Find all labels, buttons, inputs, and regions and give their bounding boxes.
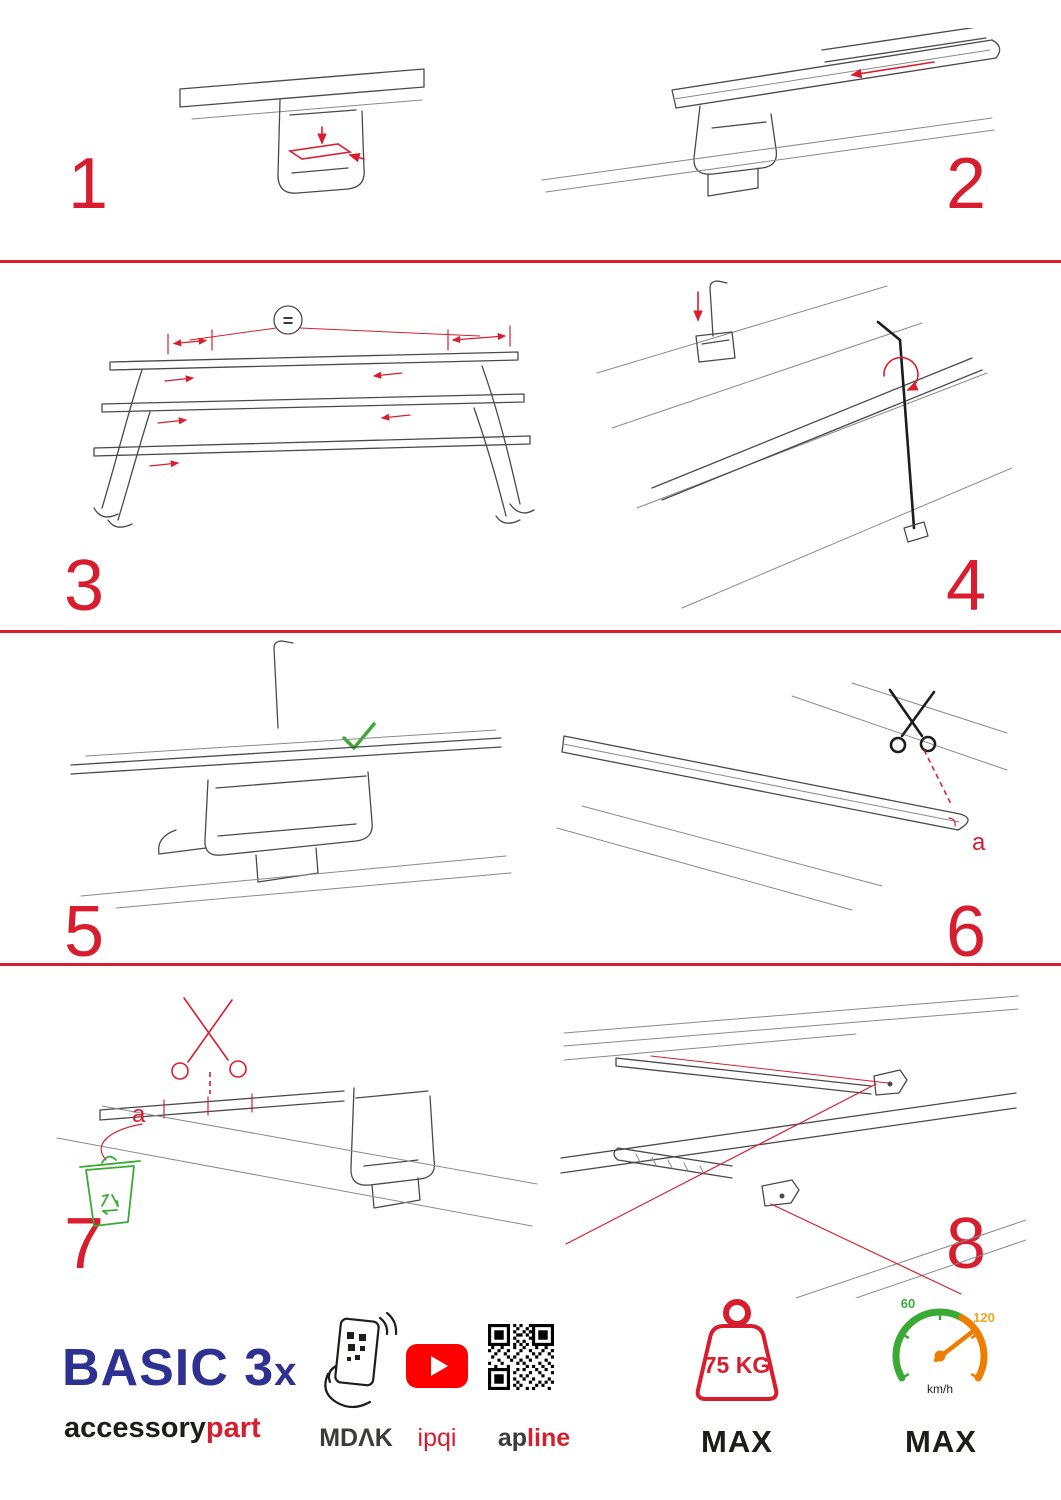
step-number-5: 5 xyxy=(64,892,105,972)
apline-red: line xyxy=(527,1424,571,1452)
lower-bar-drawing xyxy=(613,1147,800,1207)
slide-arrows xyxy=(149,371,411,468)
step-8-illustration xyxy=(560,995,1026,1298)
allen-key-icon xyxy=(876,320,929,543)
product-multiplier: x xyxy=(274,1350,298,1394)
discard-arrow xyxy=(100,1123,143,1161)
equal-leader-lines xyxy=(189,327,481,341)
brand-red: part xyxy=(205,1412,261,1444)
roof-lines xyxy=(596,285,1012,609)
step-5-illustration xyxy=(70,640,512,909)
youtube-icon xyxy=(406,1344,468,1388)
trash-recycle-icon xyxy=(79,1155,141,1227)
step-3-illustration: = xyxy=(93,305,535,528)
headliner-lines xyxy=(56,1105,538,1227)
check-icon xyxy=(342,722,376,750)
step-number-7: 7 xyxy=(64,1204,105,1284)
dimension-arrows-right xyxy=(447,325,511,351)
cut-label: a xyxy=(972,829,986,856)
step-4-illustration xyxy=(596,280,1012,609)
equal-sign: = xyxy=(283,311,294,331)
equal-badge: = xyxy=(273,305,303,335)
speed-unit-label: km/h xyxy=(927,1382,953,1396)
rotate-arrow xyxy=(883,356,919,391)
section-divider-1 xyxy=(0,260,1061,263)
step-number-4: 4 xyxy=(946,546,987,626)
roof-rail-drawing xyxy=(179,68,425,120)
step-number-2: 2 xyxy=(946,144,987,224)
clamp-drawing xyxy=(157,771,373,883)
apline-black: ap xyxy=(497,1424,528,1452)
clamp-drawing xyxy=(277,99,365,194)
scissors-icon xyxy=(171,997,247,1080)
roof-lines xyxy=(556,682,1008,911)
cut-line xyxy=(923,749,953,807)
speed-max-label: 120 xyxy=(973,1310,995,1325)
roof-edge-lines xyxy=(541,117,995,193)
step-7-illustration: a xyxy=(56,997,538,1227)
logo-apline: apline xyxy=(482,1424,586,1453)
door-frame-lines xyxy=(70,729,502,775)
step-6-illustration: a xyxy=(556,682,1008,911)
upper-bar-drawing xyxy=(615,1055,908,1096)
bar-drawing xyxy=(561,735,969,831)
lower-roof-lines xyxy=(80,855,512,909)
step-number-1: 1 xyxy=(68,144,109,224)
slide-arrow xyxy=(850,61,935,79)
weight-max-label: MAX xyxy=(701,1424,773,1459)
section-divider-2 xyxy=(0,630,1061,633)
clamp-drawing xyxy=(350,1087,436,1209)
rack-legs-drawing xyxy=(93,365,535,528)
weight-value: 75 KG xyxy=(703,1352,771,1378)
speed-min-label: 60 xyxy=(901,1296,915,1311)
step-number-8: 8 xyxy=(946,1204,987,1284)
phone-qr-icon xyxy=(324,1312,398,1409)
crossbar-drawing xyxy=(671,28,1001,109)
pin-drawing xyxy=(273,640,294,729)
crossbars-drawing xyxy=(93,351,531,457)
cut-label: a xyxy=(132,1101,146,1128)
speed-max-text: MAX xyxy=(905,1424,977,1459)
qr-finder-patterns xyxy=(488,1324,554,1390)
logo-ipqi: ipqi xyxy=(417,1424,457,1452)
scissors-icon xyxy=(888,688,937,754)
brand-logo: accessorypart xyxy=(64,1412,261,1445)
strip-drawing xyxy=(99,1090,345,1121)
alignment-lines xyxy=(565,1083,962,1295)
weight-icon xyxy=(695,1299,779,1401)
logo-mdak: MDΛK xyxy=(319,1424,393,1452)
step-1-illustration xyxy=(179,68,425,194)
brand-black: accessory xyxy=(64,1412,206,1444)
step-number-3: 3 xyxy=(64,546,105,626)
dimension-arrows-left xyxy=(167,329,213,355)
roof-lines xyxy=(560,995,1026,1298)
step-number-6: 6 xyxy=(946,892,987,972)
pin-drawing xyxy=(693,280,736,363)
qr-code xyxy=(488,1324,554,1390)
product-name: BASIC 3 xyxy=(62,1339,275,1397)
section-divider-3 xyxy=(0,963,1061,966)
step-2-illustration xyxy=(541,28,1001,197)
speedometer-icon: 60 120 km/h xyxy=(892,1296,995,1396)
foot-clamp-drawing xyxy=(693,105,778,197)
product-title: BASIC 3x xyxy=(62,1338,297,1398)
